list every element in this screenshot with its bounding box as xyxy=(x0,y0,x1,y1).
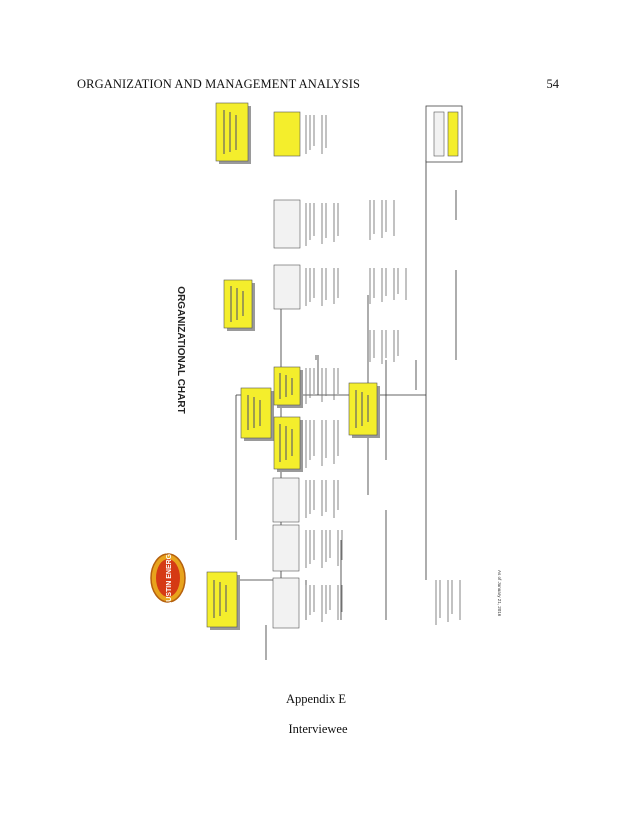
list-col-6 xyxy=(305,268,339,306)
appendix-caption: Appendix E xyxy=(285,692,347,706)
list-col-5 xyxy=(305,368,339,404)
list-col-2 xyxy=(305,530,343,568)
list-bottom-right xyxy=(435,580,461,625)
legend xyxy=(425,105,463,163)
vp-customer-care-box xyxy=(223,279,255,331)
deputy-gm-box xyxy=(215,102,251,164)
austin-energy-logo: AUSTIN ENERGY xyxy=(150,549,186,607)
date-note: As of January 21, 2016 xyxy=(497,570,502,617)
executive-boxes xyxy=(206,102,380,630)
list-col-3 xyxy=(305,480,339,518)
vp-finance-box xyxy=(348,382,380,438)
list-col-1 xyxy=(305,585,343,622)
vp-distribution-box xyxy=(209,112,239,172)
chief-operating-officer-box xyxy=(206,571,240,630)
running-head: ORGANIZATION AND MANAGEMENT ANALYSIS xyxy=(77,77,361,91)
manager-boxes xyxy=(272,111,301,629)
interviewee-caption: Interviewee xyxy=(288,722,348,736)
chart-title: ORGANIZATIONAL CHART xyxy=(175,286,186,413)
logo-text: AUSTIN ENERGY xyxy=(166,549,173,607)
vp-regulatory-box xyxy=(273,416,303,472)
vp-energy-efficiency-box xyxy=(273,366,303,408)
organizational-chart-figure: AUSTIN ENERGY ORGANIZATIONAL CHART xyxy=(126,100,511,660)
page-number: 54 xyxy=(546,77,560,91)
list-lower-right xyxy=(369,200,407,364)
list-col-7 xyxy=(305,203,339,246)
list-col-4 xyxy=(305,420,339,468)
position-lists xyxy=(305,115,461,625)
chief-financial-officer-box xyxy=(228,384,258,436)
list-col-8 xyxy=(305,115,327,154)
vp-top-right-box xyxy=(210,108,211,109)
general-manager-box xyxy=(240,387,274,441)
